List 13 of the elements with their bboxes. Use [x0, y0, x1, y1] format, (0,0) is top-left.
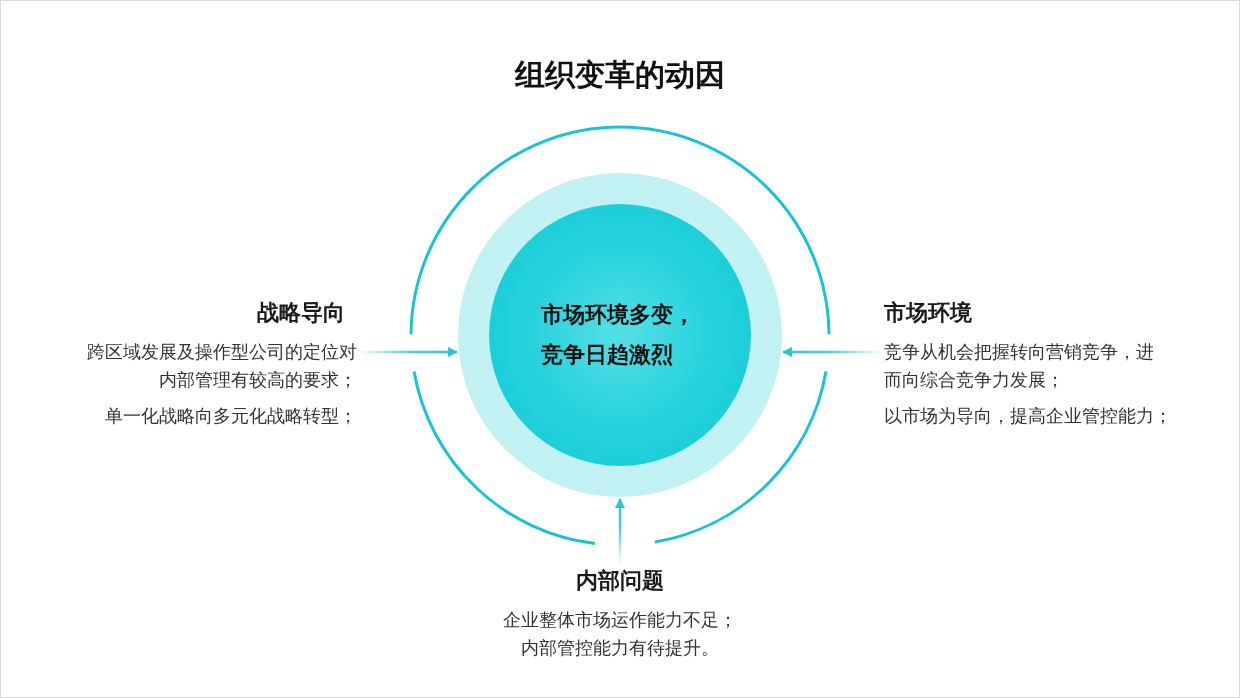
- body-text: 以市场为导向，提高企业管控能力；: [884, 405, 1172, 428]
- body-text: 单一化战略向多元化战略转型；: [105, 405, 357, 428]
- title: 组织变革的动因: [515, 57, 725, 93]
- heading: 市场环境: [884, 299, 972, 327]
- arrow: [360, 347, 458, 357]
- arrow: [615, 498, 625, 563]
- body-text: 企业整体市场运作能力不足；内部管控能力有待提升。: [502, 609, 738, 660]
- body-text: 竞争从机会把握转向营销竞争，进而向综合竞争力发展；: [884, 341, 1155, 392]
- heading: 战略导向: [257, 299, 345, 327]
- arrow: [782, 347, 881, 357]
- heading: 内部问题: [576, 567, 664, 595]
- body-text: 跨区域发展及操作型公司的定位对内部管理有较高的要求；: [86, 341, 357, 392]
- center-text: 市场环境多变，竞争日趋激烈: [540, 301, 696, 369]
